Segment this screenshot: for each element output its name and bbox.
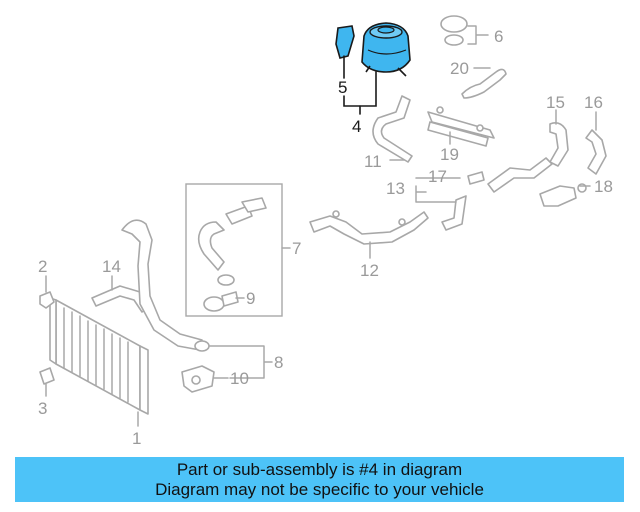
banner-line-1: Part or sub-assembly is #4 in diagram (176, 460, 463, 479)
callout-9: 9 (246, 289, 255, 308)
part-15-hose[interactable] (549, 122, 569, 167)
callout-20: 20 (450, 59, 469, 78)
part-5-bracket[interactable] (335, 25, 355, 59)
group-box-7 (185, 183, 291, 317)
callout-lines-4-5 (343, 55, 377, 115)
callout-13: 13 (386, 179, 405, 198)
part-7-hoses[interactable] (197, 197, 267, 286)
callout-17: 17 (428, 167, 447, 186)
part-16-hose[interactable] (585, 129, 607, 175)
part-11-hose[interactable] (372, 95, 413, 163)
callout-10: 10 (230, 369, 249, 388)
part-18-sensor[interactable] (539, 183, 587, 207)
part-6-cap[interactable] (440, 15, 468, 46)
part-2-bracket[interactable] (39, 291, 55, 309)
callout-line-8 (209, 345, 273, 379)
callout-18: 18 (594, 177, 613, 196)
part-19-rail[interactable] (427, 106, 495, 147)
part-20-hose[interactable] (461, 68, 507, 99)
callout-7: 7 (292, 239, 301, 258)
diagram-canvas: 5 4 6 20 11 19 15 16 13 (38, 15, 613, 448)
callout-19: 19 (440, 145, 459, 164)
part-12-pipe[interactable] (309, 210, 429, 245)
callout-4: 4 (352, 117, 361, 136)
info-banner: Part or sub-assembly is #4 in diagram Di… (15, 457, 624, 502)
part-10-flange[interactable] (181, 365, 215, 393)
callout-12: 12 (360, 261, 379, 280)
part-8-hose[interactable] (121, 219, 210, 352)
callout-6: 6 (494, 27, 503, 46)
callout-11: 11 (364, 152, 382, 171)
part-4-coolant-reservoir[interactable] (361, 22, 411, 77)
part-9-gasket[interactable] (203, 291, 239, 312)
callout-15: 15 (546, 93, 565, 112)
callout-1: 1 (132, 429, 141, 448)
callout-3: 3 (38, 399, 47, 418)
callout-line-13-17 (415, 177, 461, 203)
part-14-hose[interactable] (91, 285, 151, 313)
callout-16: 16 (584, 93, 603, 112)
part-3-bracket[interactable] (39, 367, 55, 385)
part-17-clamp[interactable] (467, 171, 485, 185)
part-1-radiator[interactable] (49, 297, 149, 415)
part-13-pipe[interactable] (441, 157, 553, 231)
callout-14: 14 (102, 257, 121, 276)
callout-8: 8 (274, 353, 283, 372)
banner-line-2: Diagram may not be specific to your vehi… (155, 480, 484, 499)
callout-5: 5 (338, 78, 347, 97)
callout-2: 2 (38, 257, 47, 276)
callout-line-6 (467, 25, 489, 45)
